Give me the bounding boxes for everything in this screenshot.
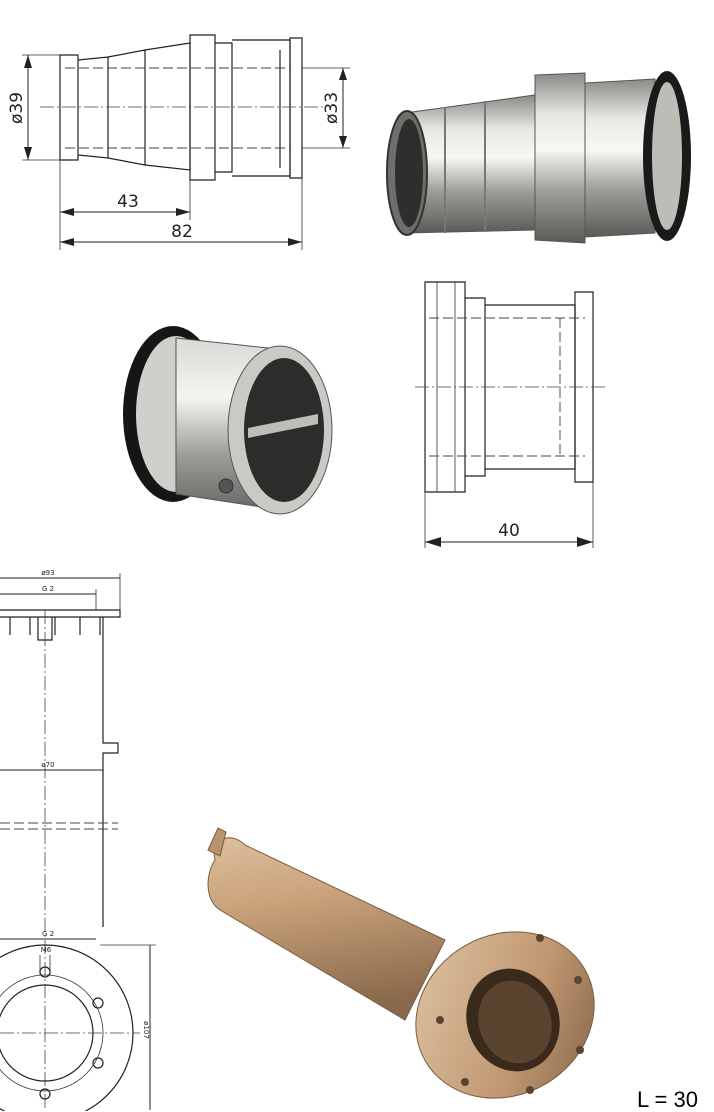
diameter-107-label: ø107 xyxy=(142,1021,150,1039)
hose-connector-drawing: ø39 ø33 43 82 xyxy=(7,34,350,250)
bronze-housing-photo xyxy=(207,827,595,1099)
thread-g2-top-label: G 2 xyxy=(42,585,54,593)
adapter-drawing: 40 xyxy=(415,281,605,548)
thread-g2-bottom-label: G 2 xyxy=(42,930,54,938)
length-82-label: 82 xyxy=(171,222,193,242)
bolt-m6-label: M6 xyxy=(41,946,52,954)
length-label: L = 30 xyxy=(637,1087,698,1112)
diameter-39-label: ø39 xyxy=(7,92,27,124)
diameter-70-label: ø70 xyxy=(41,761,54,769)
housing-drawing: ø93 G 2 ø70 G 2 M6 ø107 xyxy=(0,569,156,1111)
adapter-photo xyxy=(123,326,333,515)
diameter-33-label: ø33 xyxy=(322,92,342,124)
length-43-label: 43 xyxy=(117,192,139,212)
length-40-label: 40 xyxy=(498,521,520,541)
hose-connector-photo xyxy=(386,71,691,244)
diameter-93-label: ø93 xyxy=(41,569,54,577)
